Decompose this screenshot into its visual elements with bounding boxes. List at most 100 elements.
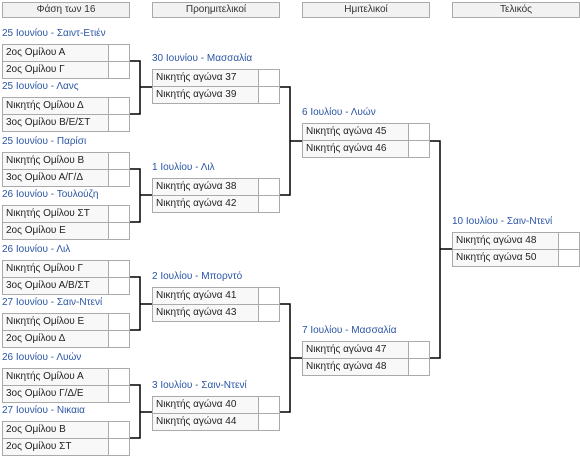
team-name: Νικητής αγώνα 37 — [153, 70, 259, 86]
match-date-venue[interactable]: 27 Ιουνίου - Σαιν-Ντενί — [2, 297, 103, 308]
match-date-venue[interactable]: 25 Ιουνίου - Παρίσι — [2, 136, 87, 147]
match-date-venue[interactable]: 26 Ιουνίου - Λιλ — [2, 244, 71, 255]
score-cell — [109, 331, 129, 347]
score-cell — [109, 261, 129, 277]
score-cell — [409, 342, 429, 358]
team-name: 3ος Ομίλου Α/Β/ΣΤ — [3, 278, 109, 294]
score-cell — [109, 439, 129, 455]
team-row: 2ος Ομίλου Β — [2, 421, 130, 439]
team-row: 2ος Ομίλου Α — [2, 44, 130, 62]
score-cell — [109, 206, 129, 222]
team-name: 2ος Ομίλου Ε — [3, 223, 109, 239]
team-row: Νικητής αγώνα 42 — [152, 195, 280, 213]
match-date-venue[interactable]: 25 Ιουνίου - Σαιντ-Ετιέν — [2, 28, 106, 39]
score-cell — [409, 359, 429, 375]
score-cell — [109, 422, 129, 438]
team-row: 3ος Ομίλου Α/Β/ΣΤ — [2, 277, 130, 295]
round-header-qf: Προημιτελικοί — [152, 2, 280, 18]
team-name: Νικητής αγώνα 50 — [453, 250, 559, 266]
score-cell — [559, 250, 579, 266]
score-cell — [259, 196, 279, 212]
score-cell — [259, 288, 279, 304]
team-row: Νικητής αγώνα 37 — [152, 69, 280, 87]
team-name: Νικητής αγώνα 47 — [303, 342, 409, 358]
team-row: 3ος Ομίλου Β/Ε/ΣΤ — [2, 114, 130, 132]
team-name: 3ος Ομίλου Α/Γ/Δ — [3, 170, 109, 186]
team-row: Νικητής Ομίλου Α — [2, 368, 130, 386]
match-date-venue[interactable]: 25 Ιουνίου - Λανς — [2, 81, 79, 92]
team-name: 3ος Ομίλου Γ/Δ/Ε — [3, 386, 109, 402]
score-cell — [109, 278, 129, 294]
team-row: 2ος Ομίλου Δ — [2, 330, 130, 348]
team-name: Νικητής αγώνα 44 — [153, 414, 259, 430]
score-cell — [109, 153, 129, 169]
score-cell — [109, 386, 129, 402]
match-date-venue[interactable]: 30 Ιουνίου - Μασσαλία — [152, 53, 253, 64]
score-cell — [559, 233, 579, 249]
team-row: Νικητής αγώνα 44 — [152, 413, 280, 431]
team-name: Νικητής Ομίλου ΣΤ — [3, 206, 109, 222]
team-row: Νικητής αγώνα 40 — [152, 396, 280, 414]
score-cell — [409, 141, 429, 157]
team-row: 3ος Ομίλου Γ/Δ/Ε — [2, 385, 130, 403]
score-cell — [259, 305, 279, 321]
team-name: Νικητής αγώνα 41 — [153, 288, 259, 304]
team-name: 2ος Ομίλου Δ — [3, 331, 109, 347]
team-name: Νικητής αγώνα 38 — [153, 179, 259, 195]
match-date-venue[interactable]: 26 Ιουνίου - Τουλούζη — [2, 189, 99, 200]
team-row: Νικητής Ομίλου Ε — [2, 313, 130, 331]
team-name: Νικητής Ομίλου Γ — [3, 261, 109, 277]
score-cell — [109, 45, 129, 61]
match-date-venue[interactable]: 26 Ιουνίου - Λυών — [2, 352, 82, 363]
team-row: Νικητής αγώνα 38 — [152, 178, 280, 196]
match-date-venue[interactable]: 1 Ιουλίου - Λιλ — [152, 162, 215, 173]
score-cell — [109, 62, 129, 78]
score-cell — [109, 170, 129, 186]
team-row: Νικητής Ομίλου ΣΤ — [2, 205, 130, 223]
team-name: 2ος Ομίλου Γ — [3, 62, 109, 78]
team-row: Νικητής αγώνα 45 — [302, 123, 430, 141]
team-row: Νικητής αγώνα 39 — [152, 86, 280, 104]
match-date-venue[interactable]: 10 Ιουλίου - Σαιν-Ντενί — [452, 216, 553, 227]
team-name: Νικητής αγώνα 40 — [153, 397, 259, 413]
team-name: Νικητής αγώνα 42 — [153, 196, 259, 212]
connector-qf-3-4 — [279, 303, 291, 413]
team-row: Νικητής αγώνα 41 — [152, 287, 280, 305]
team-row: Νικητής Ομίλου Δ — [2, 97, 130, 115]
match-date-venue[interactable]: 2 Ιουλίου - Μπορντό — [152, 271, 243, 282]
team-name: Νικητής αγώνα 48 — [453, 233, 559, 249]
team-row: 2ος Ομίλου Γ — [2, 61, 130, 79]
score-cell — [259, 179, 279, 195]
team-name: Νικητής Ομίλου Β — [3, 153, 109, 169]
team-name: Νικητής αγώνα 48 — [303, 359, 409, 375]
match-date-venue[interactable]: 7 Ιουλίου - Μασσαλία — [302, 325, 397, 336]
match-date-venue[interactable]: 3 Ιουλίου - Σαιν-Ντενί — [152, 380, 247, 391]
team-row: Νικητής Ομίλου Γ — [2, 260, 130, 278]
score-cell — [109, 369, 129, 385]
round-header-sf: Ημιτελικοί — [302, 2, 430, 18]
score-cell — [109, 115, 129, 131]
score-cell — [259, 397, 279, 413]
team-row: 2ος Ομίλου Ε — [2, 222, 130, 240]
score-cell — [259, 70, 279, 86]
connector-sf — [429, 140, 441, 359]
team-row: Νικητής αγώνα 47 — [302, 341, 430, 359]
team-row: Νικητής αγώνα 48 — [452, 232, 580, 250]
team-name: Νικητής αγώνα 46 — [303, 141, 409, 157]
round-header-r16: Φάση των 16 — [2, 2, 130, 18]
team-name: 2ος Ομίλου ΣΤ — [3, 439, 109, 455]
connector-qf-1-2 — [279, 86, 291, 196]
round-header-final: Τελικός — [452, 2, 580, 18]
team-row: 2ος Ομίλου ΣΤ — [2, 438, 130, 456]
match-date-venue[interactable]: 27 Ιουνίου - Νικαια — [2, 405, 85, 416]
team-name: 2ος Ομίλου Β — [3, 422, 109, 438]
match-date-venue[interactable]: 6 Ιουλίου - Λυών — [302, 107, 376, 118]
score-cell — [109, 314, 129, 330]
score-cell — [409, 124, 429, 140]
score-cell — [109, 223, 129, 239]
team-row: Νικητής αγώνα 43 — [152, 304, 280, 322]
team-row: 3ος Ομίλου Α/Γ/Δ — [2, 169, 130, 187]
team-name: Νικητής Ομίλου Α — [3, 369, 109, 385]
team-row: Νικητής αγώνα 46 — [302, 140, 430, 158]
team-name: Νικητής Ομίλου Ε — [3, 314, 109, 330]
